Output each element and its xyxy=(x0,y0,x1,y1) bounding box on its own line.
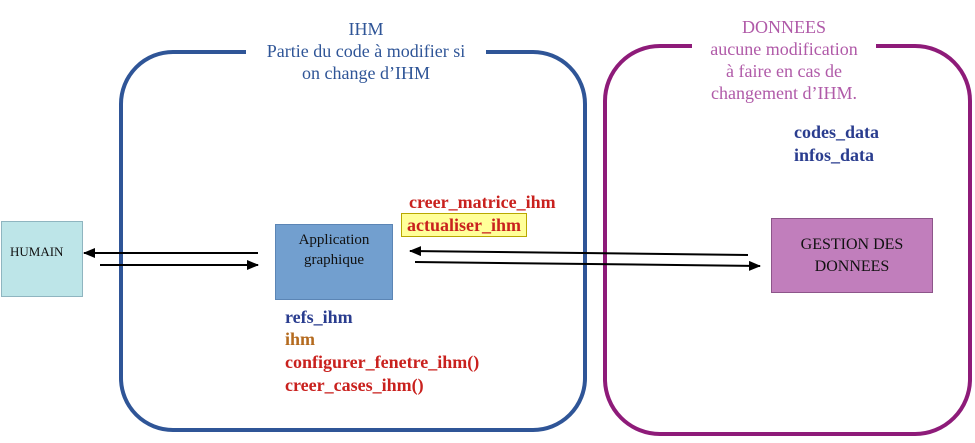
refs-ihm-label: refs_ihm xyxy=(285,307,353,327)
donnees-title: DONNEES aucune modification à faire en c… xyxy=(692,16,876,104)
function-label-actualiser: actualiser_ihm xyxy=(401,213,527,237)
gestion-label-line: DONNEES xyxy=(814,258,890,275)
function-label-configurer: configurer_fenetre_ihm() xyxy=(285,352,480,372)
ihm-title-line: on change d’IHM xyxy=(302,63,430,83)
function-label-creer-matrice: creer_matrice_ihm xyxy=(409,192,556,212)
ihm-title-line: Partie du code à modifier si xyxy=(266,41,466,61)
application-label-line: graphique xyxy=(304,252,364,268)
ihm-title: IHM Partie du code à modifier si on chan… xyxy=(246,18,486,84)
codes-data-label: codes_data xyxy=(794,122,879,142)
gestion-node: GESTION DES DONNEES xyxy=(771,218,933,293)
donnees-title-line: à faire en cas de xyxy=(726,61,842,81)
arrow-gestion-to-app xyxy=(409,246,749,257)
gestion-label-line: GESTION DES xyxy=(800,236,904,253)
ihm-title-line: IHM xyxy=(348,19,384,39)
donnees-title-line: DONNEES xyxy=(742,17,826,37)
arrow-app-to-gestion xyxy=(414,260,761,271)
infos-data-label: infos_data xyxy=(794,145,875,165)
humain-label: HUMAIN xyxy=(10,244,64,259)
donnees-title-line: aucune modification xyxy=(710,39,858,59)
humain-node: HUMAIN xyxy=(1,221,83,297)
ihm-variable-label: ihm xyxy=(285,329,316,349)
donnees-title-line: changement d’IHM. xyxy=(711,83,857,103)
function-label-creer-cases: creer_cases_ihm() xyxy=(285,375,424,395)
application-label-line: Application xyxy=(298,232,370,248)
application-node: Application graphique xyxy=(275,224,393,300)
